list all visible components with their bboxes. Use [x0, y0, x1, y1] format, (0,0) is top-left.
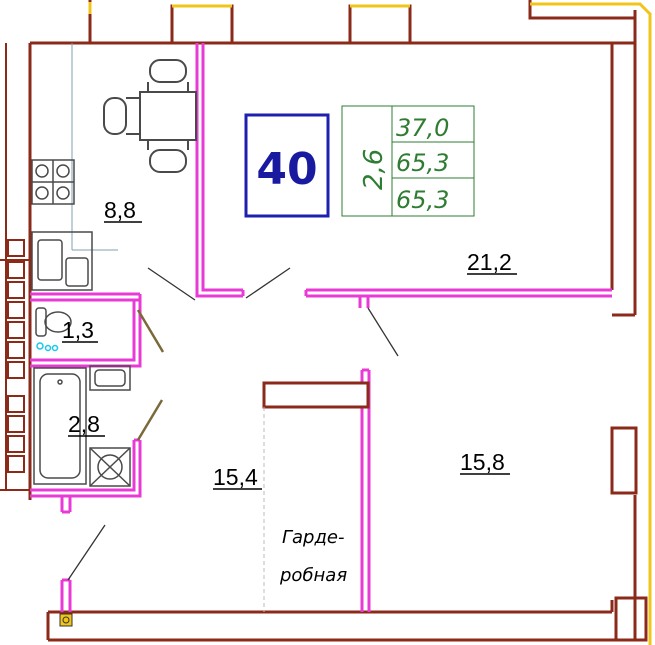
room-label-bath: 2,8: [68, 411, 100, 437]
kitchen-counter: [71, 43, 118, 251]
shaft-block: [0, 43, 30, 491]
wardrobe-beam: [262, 381, 370, 409]
window-sills: [88, 2, 652, 645]
total-area-with-balcony: 65,3: [396, 186, 449, 214]
exterior-walls: [28, 10, 637, 642]
washbasin-icon: [89, 365, 131, 391]
apartment-number: 40: [256, 144, 317, 195]
door-swings: [67, 267, 399, 581]
door-leaves: [136, 309, 165, 441]
wc-marks: [36, 342, 59, 352]
room-label-small: 15,8: [460, 449, 505, 475]
room-label-wc: 1,3: [62, 317, 94, 343]
area-table: [341, 105, 475, 217]
living-area: 37,0: [396, 114, 449, 142]
wardrobe-label-line2: робная: [279, 565, 347, 586]
entry-icon: [59, 613, 73, 627]
room-label-large: 21,2: [467, 249, 512, 275]
dining-table-icon: [103, 59, 197, 173]
wardrobe-label-line1: Гарде-: [282, 527, 345, 548]
toilet-icon: [35, 307, 72, 337]
washing-machine-icon: [89, 447, 131, 487]
kitchen-sink-icon: [31, 231, 93, 291]
bathtub-icon: [33, 367, 87, 485]
apartment-number-box: [244, 113, 330, 218]
room-label-kitchen: 8,8: [104, 197, 136, 223]
ceiling-height: 2,6: [359, 149, 389, 190]
total-area: 65,3: [396, 149, 449, 177]
room-label-hall: 15,4: [213, 464, 258, 490]
stove-icon: [31, 159, 75, 205]
